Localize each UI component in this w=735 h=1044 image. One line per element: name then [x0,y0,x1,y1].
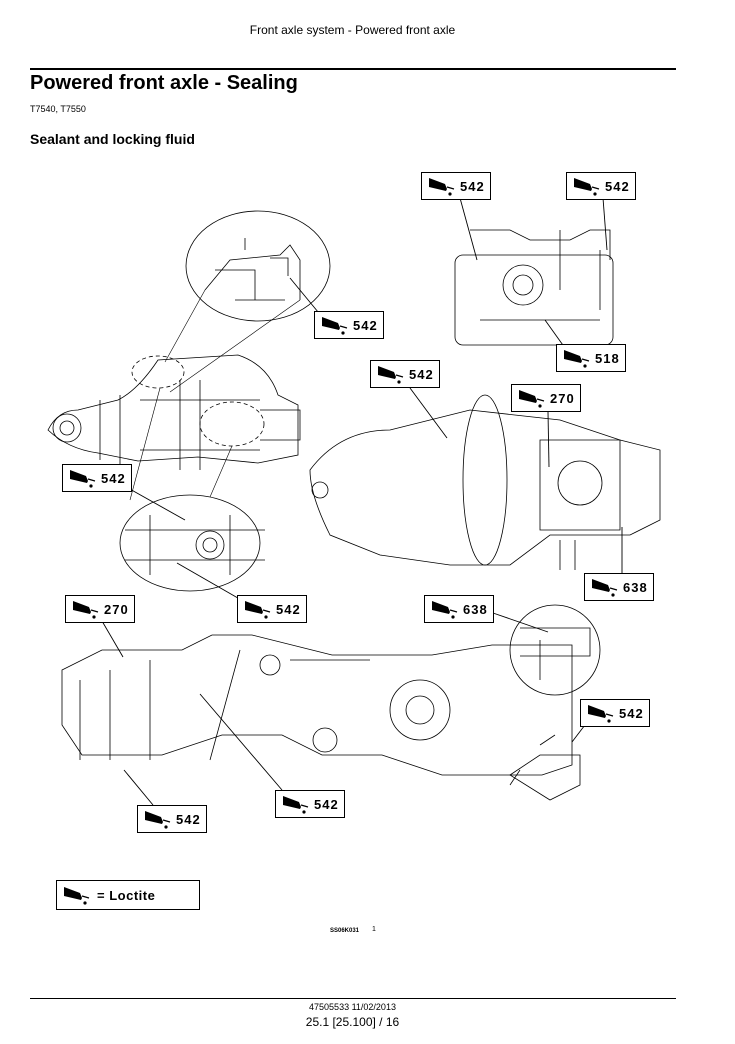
bevel-housing-top-right [454,229,614,346]
loctite-bottle-icon [322,317,348,335]
callout-270: 270 [511,384,581,412]
loctite-bottle-icon [519,390,545,408]
callout-number: 542 [353,317,378,333]
axle-assembly-middle [309,394,661,570]
leader-lines [101,197,623,806]
callout-number: 542 [619,705,644,721]
callout-542: 542 [62,464,132,492]
callout-number: 542 [409,366,434,382]
figure-id: SS06K031 [330,928,360,934]
callout-542: 542 [421,172,491,200]
loctite-bottle-icon [429,178,455,196]
loctite-bottle-icon [432,601,458,619]
loctite-bottle-icon [245,601,271,619]
page-title: Powered front axle - Sealing [30,72,298,94]
callout-number: 542 [314,796,339,812]
loctite-bottle-icon [70,470,96,488]
callout-518: 518 [556,344,626,372]
loctite-bottle-icon [592,579,618,597]
loctite-bottle-icon [73,601,99,619]
callout-number: 542 [101,470,126,486]
footer-page-line: 25.1 [25.100] / 16 [305,1015,400,1029]
callout-542: 542 [137,805,207,833]
legend-box: = Loctite [56,880,200,910]
loctite-bottle-icon [378,366,404,384]
callout-638: 638 [584,573,654,601]
callout-number: 542 [605,178,630,194]
loctite-bottle-icon [283,796,309,814]
footer-rule [30,998,676,999]
model-list: T7540, T7550 [30,104,86,114]
callout-542: 542 [370,360,440,388]
callout-270: 270 [65,595,135,623]
callout-number: 542 [460,178,485,194]
detail-circle-top [185,210,331,322]
detail-small-bottom-right [509,734,581,801]
callout-number: 518 [595,350,620,366]
legend-label: = Loctite [97,887,156,903]
header-rule [30,68,676,70]
callout-542: 542 [566,172,636,200]
running-header: Front axle system - Powered front axle [249,23,456,37]
axle-assembly-bottom [61,634,573,776]
callout-number: 542 [276,601,301,617]
figure-number: 1 [372,926,376,933]
footer-doc-line: 47505533 11/02/2013 [309,1002,396,1012]
axle-housing-left [47,354,301,470]
callout-542: 542 [275,790,345,818]
callout-number: 638 [623,579,648,595]
callout-number: 542 [176,811,201,827]
detail-circle-bottom [119,494,265,592]
section-heading: Sealant and locking fluid [30,131,195,147]
callout-638: 638 [424,595,494,623]
loctite-bottle-icon [64,887,90,905]
detail-circle-right [509,604,601,696]
loctite-bottle-icon [564,350,590,368]
callout-542: 542 [580,699,650,727]
callout-number: 270 [104,601,129,617]
callout-542: 542 [314,311,384,339]
loctite-bottle-icon [588,705,614,723]
loctite-bottle-icon [145,811,171,829]
callout-number: 638 [463,601,488,617]
loctite-bottle-icon [574,178,600,196]
callout-number: 270 [550,390,575,406]
callout-542: 542 [237,595,307,623]
